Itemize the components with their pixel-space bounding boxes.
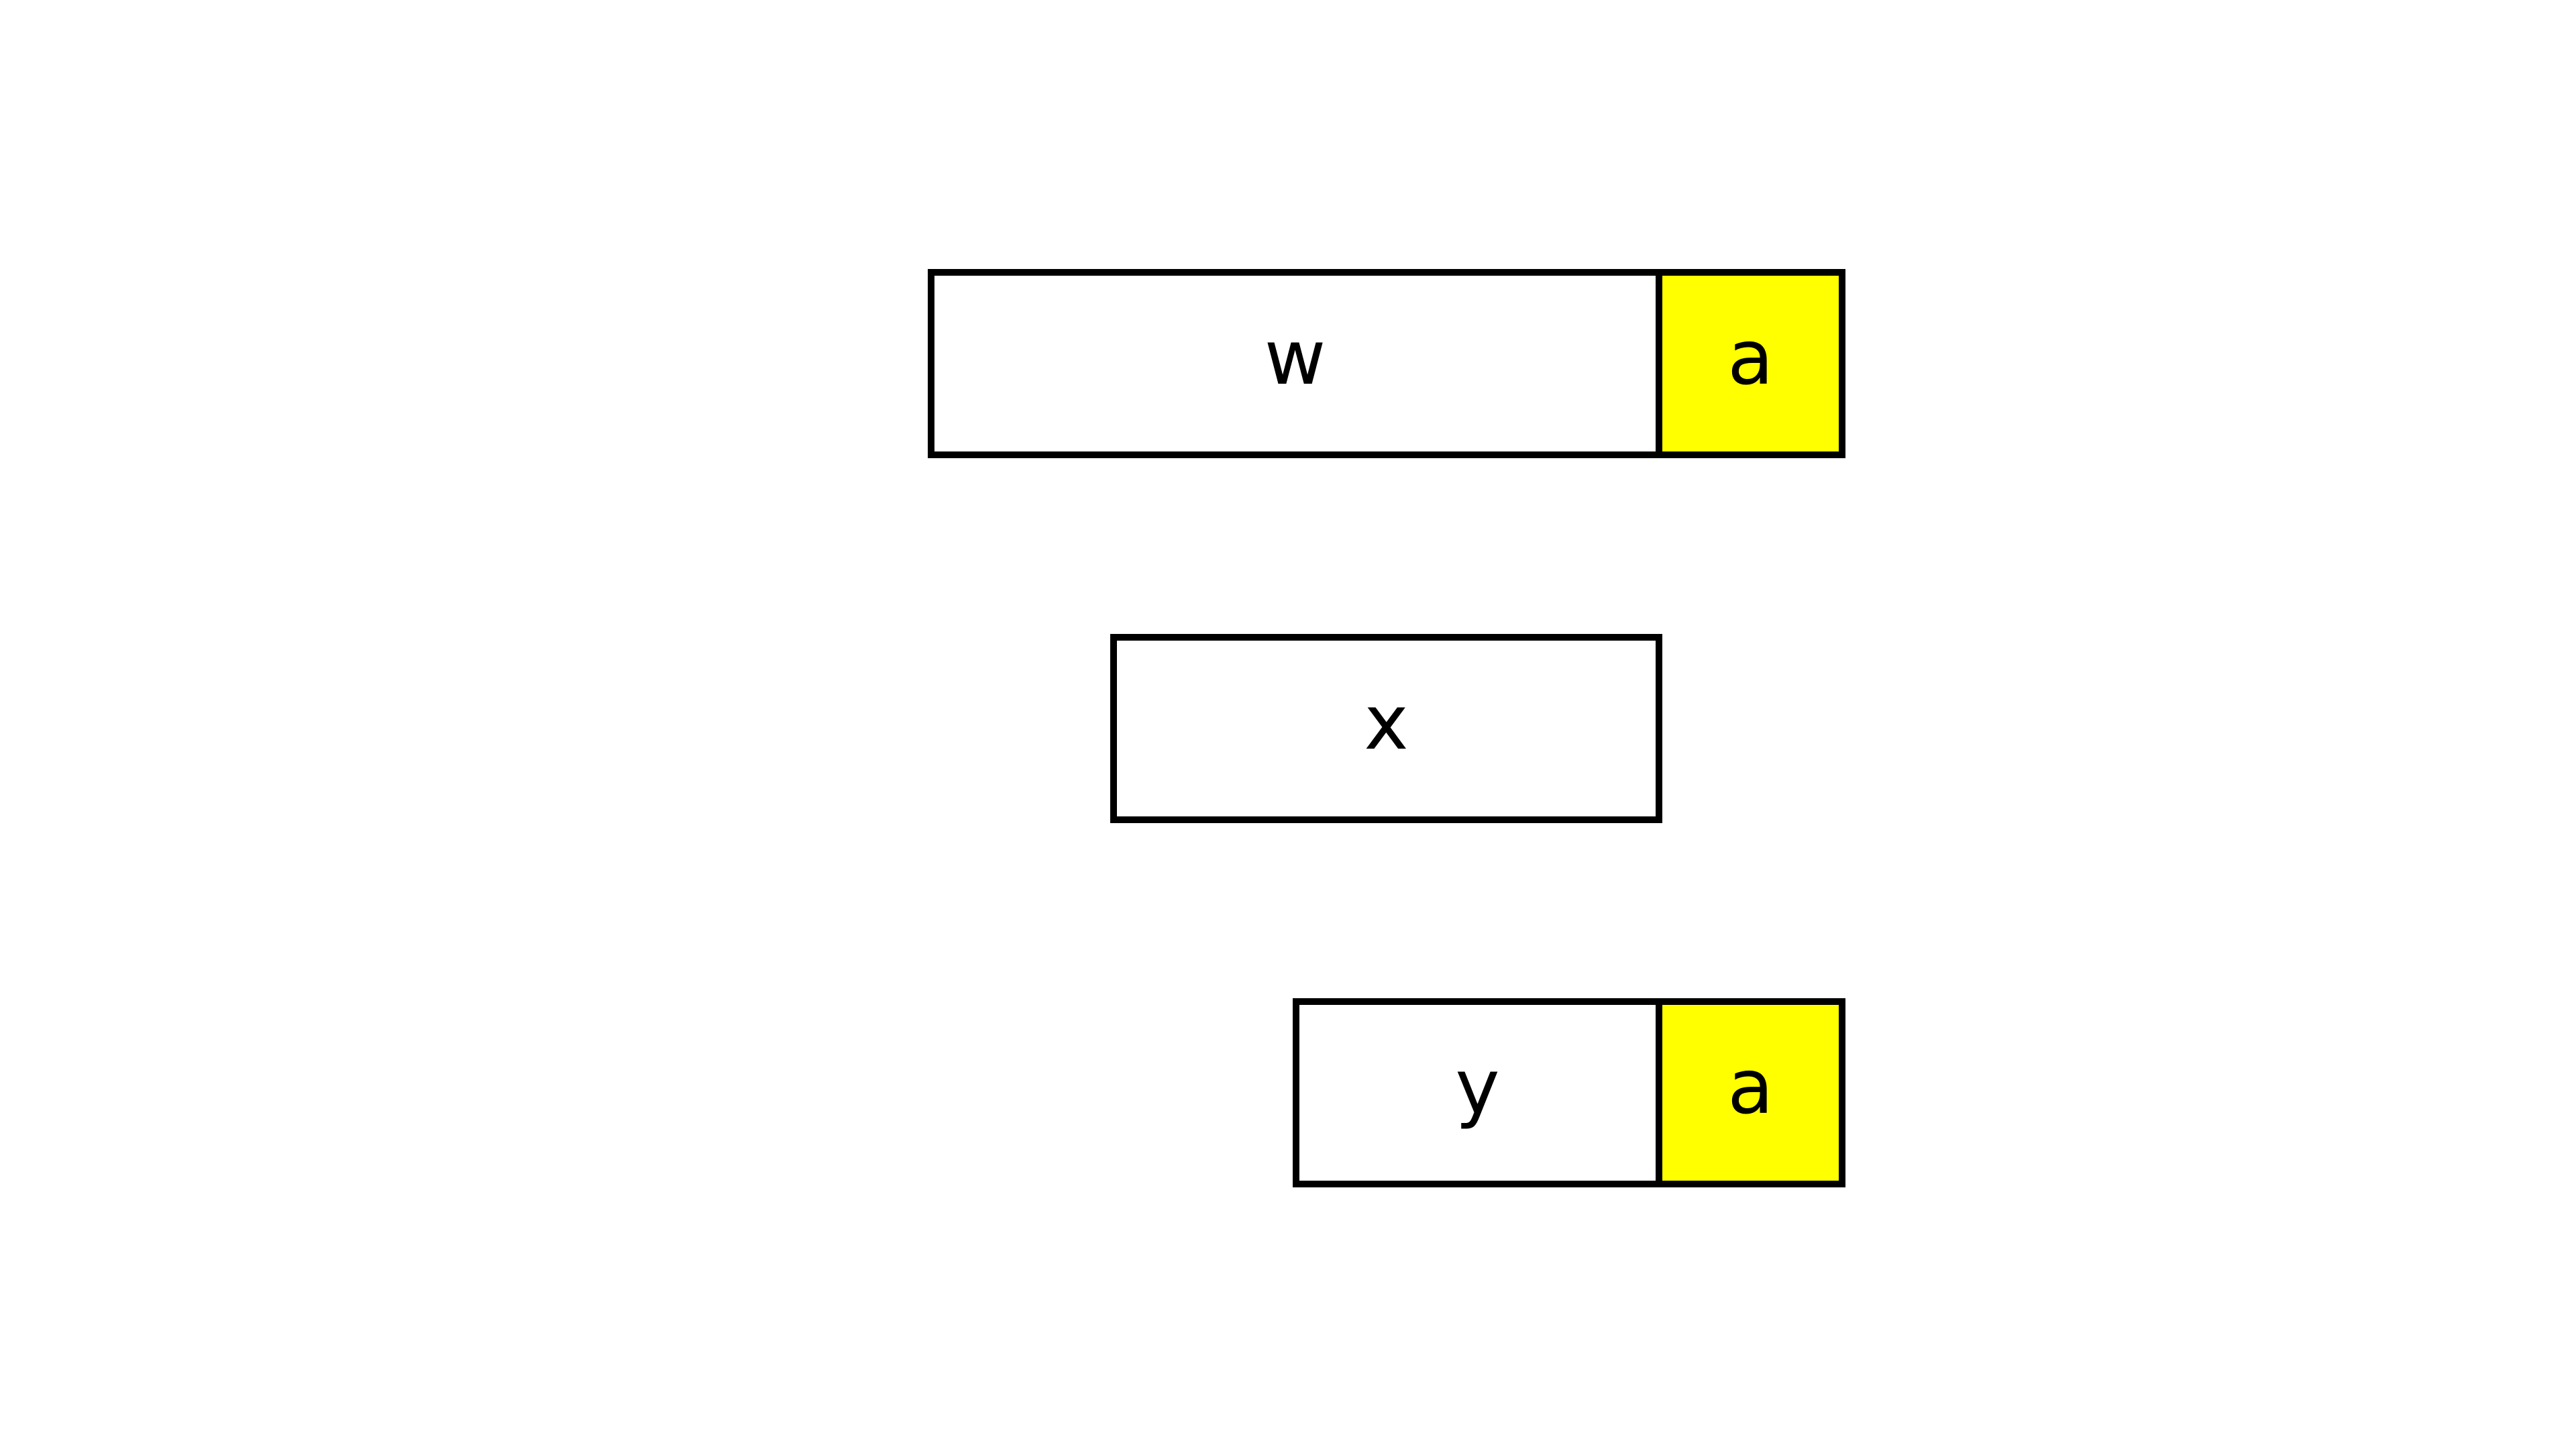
block-y: y [1293,998,1662,1187]
block-a-bottom: a [1656,998,1845,1187]
block-a-bottom-label: a [1727,1044,1774,1131]
block-x: x [1110,634,1662,823]
block-a-top-label: a [1727,315,1774,402]
block-x-label: x [1364,680,1409,767]
block-w: w [928,269,1662,458]
block-y-label: y [1455,1044,1500,1131]
block-a-top: a [1656,269,1845,458]
block-w-label: w [1264,315,1326,402]
